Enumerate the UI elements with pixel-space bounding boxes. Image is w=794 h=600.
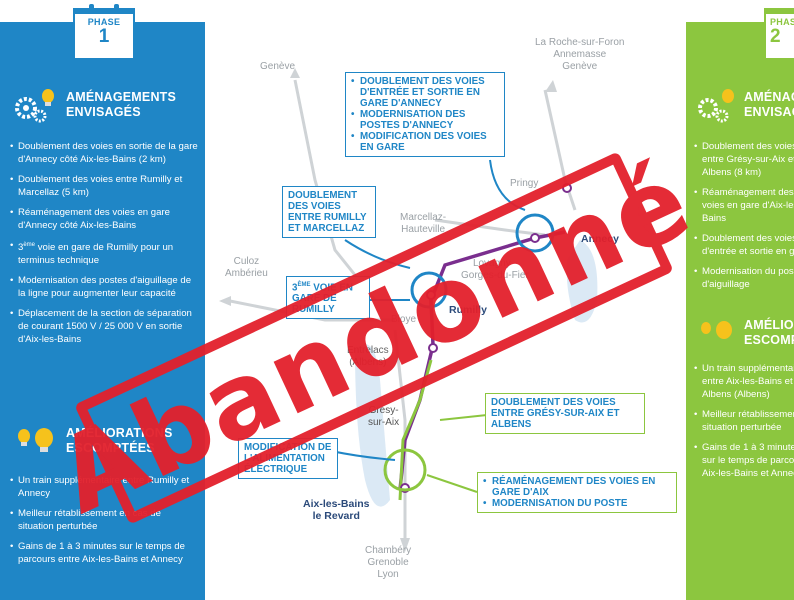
list-item: Réaménagement des voies en gare d'Annecy…	[10, 206, 198, 232]
amenagements-list: Doublement des voies en sortie de la gar…	[10, 140, 198, 353]
callout-rumilly-marcellaz: DOUBLEMENT DES VOIES ENTRE RUMILLY ET MA…	[282, 186, 376, 238]
section-amenagements-header: AMÉNAGEMENTS ENVISAGÉS	[696, 86, 794, 124]
list-item: Meilleur rétablissement en cas de situat…	[10, 507, 198, 533]
map-lines	[219, 68, 598, 552]
list-item: Réaménagement des voies en gare d'Aix-le…	[694, 186, 794, 225]
gears-lightbulb-icon	[696, 86, 738, 124]
gears-lightbulb-icon	[12, 86, 60, 124]
section-ameliorations-header: AMÉLIORATIONS ESCOMPTÉES	[12, 422, 173, 460]
lightbulbs-icon	[696, 314, 738, 352]
callout-annecy: DOUBLEMENT DES VOIES D'ENTRÉE ET SORTIE …	[345, 72, 505, 157]
city-label: Pringy	[510, 178, 539, 189]
phase-1-tag: PHASE 1	[73, 4, 135, 60]
city-label: Bloye	[391, 314, 417, 325]
ameliorations-list: Un train supplémentaire entre Rumilly et…	[10, 474, 198, 573]
city-label: Grésy- sur-Aix	[368, 405, 400, 428]
list-item: Doublement des voies en sortie de la gar…	[10, 140, 198, 166]
list-item: Un train supplémentaire entre Aix-les-Ba…	[694, 362, 794, 401]
city-label: Genève	[260, 61, 296, 72]
list-item: Un train supplémentaire entre Rumilly et…	[10, 474, 198, 500]
callout-voie-rumilly: 3ÈME VOIE EN GARE DE RUMILLY	[286, 276, 370, 320]
lightbulbs-icon	[12, 422, 60, 460]
city-label: Entrelacs (Albens)	[347, 345, 389, 368]
list-item: Déplacement de la section de séparation …	[10, 307, 198, 346]
city-label: La Roche-sur-Foron Annemasse Genève	[535, 37, 625, 72]
list-item: Gains de 1 à 3 minutes sur le temps de p…	[10, 540, 198, 566]
section-ameliorations-title: AMÉLIORATIONS ESCOMPTÉES	[744, 318, 794, 347]
callout-gresy-albens: DOUBLEMENT DES VOIES ENTRE GRÉSY-SUR-AIX…	[485, 393, 645, 434]
section-ameliorations-header: AMÉLIORATIONS ESCOMPTÉES	[696, 314, 794, 352]
ameliorations-list: Un train supplémentaire entre Aix-les-Ba…	[694, 362, 794, 487]
phase-1-panel: AMÉNAGEMENTS ENVISAGÉS Doublement des vo…	[0, 22, 205, 600]
list-item: Modernisation des postes d'aiguillage de…	[10, 274, 198, 300]
list-item: Gains de 1 à 3 minutes sur le temps de p…	[694, 441, 794, 480]
city-label: Lovagny - Gorges-du-Fier	[461, 258, 529, 281]
amenagements-list: Doublement des voies entre Grésy-sur-Aix…	[694, 140, 794, 298]
callout-alimentation: MODIFICATION DE L'ALIMENTATION ÉLECTRIQU…	[238, 438, 338, 479]
list-item: Doublement des voies entre Grésy-sur-Aix…	[694, 140, 794, 179]
section-amenagements-title: AMÉNAGEMENTS ENVISAGÉS	[66, 90, 177, 119]
city-label: Culoz Ambérieu	[225, 256, 268, 279]
list-item: 3ème voie en gare de Rumilly pour un ter…	[10, 239, 198, 267]
railway-map: Genève La Roche-sur-Foron Annemasse Genè…	[205, 0, 686, 600]
list-item: Doublement des voies entre Rumilly et Ma…	[10, 173, 198, 199]
city-label: Annecy	[581, 233, 619, 245]
list-item: Meilleur rétablissement de situation per…	[694, 408, 794, 434]
city-label: Marcellaz- Hauteville	[400, 212, 447, 235]
section-ameliorations-title: AMÉLIORATIONS ESCOMPTÉES	[66, 426, 173, 455]
section-amenagements-title: AMÉNAGEMENTS ENVISAGÉS	[744, 90, 794, 119]
city-label: Chambéry Grenoble Lyon	[365, 545, 412, 580]
list-item: Doublement des voies d'entrée et sortie …	[694, 232, 794, 258]
city-label: Aix-les-Bains le Revard	[303, 498, 370, 522]
list-item: Modernisation du poste d'aiguillage	[694, 265, 794, 291]
section-amenagements-header: AMÉNAGEMENTS ENVISAGÉS	[12, 86, 176, 124]
phase-2-panel: AMÉNAGEMENTS ENVISAGÉS Doublement des vo…	[686, 22, 794, 600]
city-label: Rumilly	[449, 304, 487, 316]
phase-2-tag: PHASE 2	[764, 8, 794, 60]
callout-aix: RÉAMÉNAGEMENT DES VOIES EN GARE D'AIX MO…	[477, 472, 677, 513]
